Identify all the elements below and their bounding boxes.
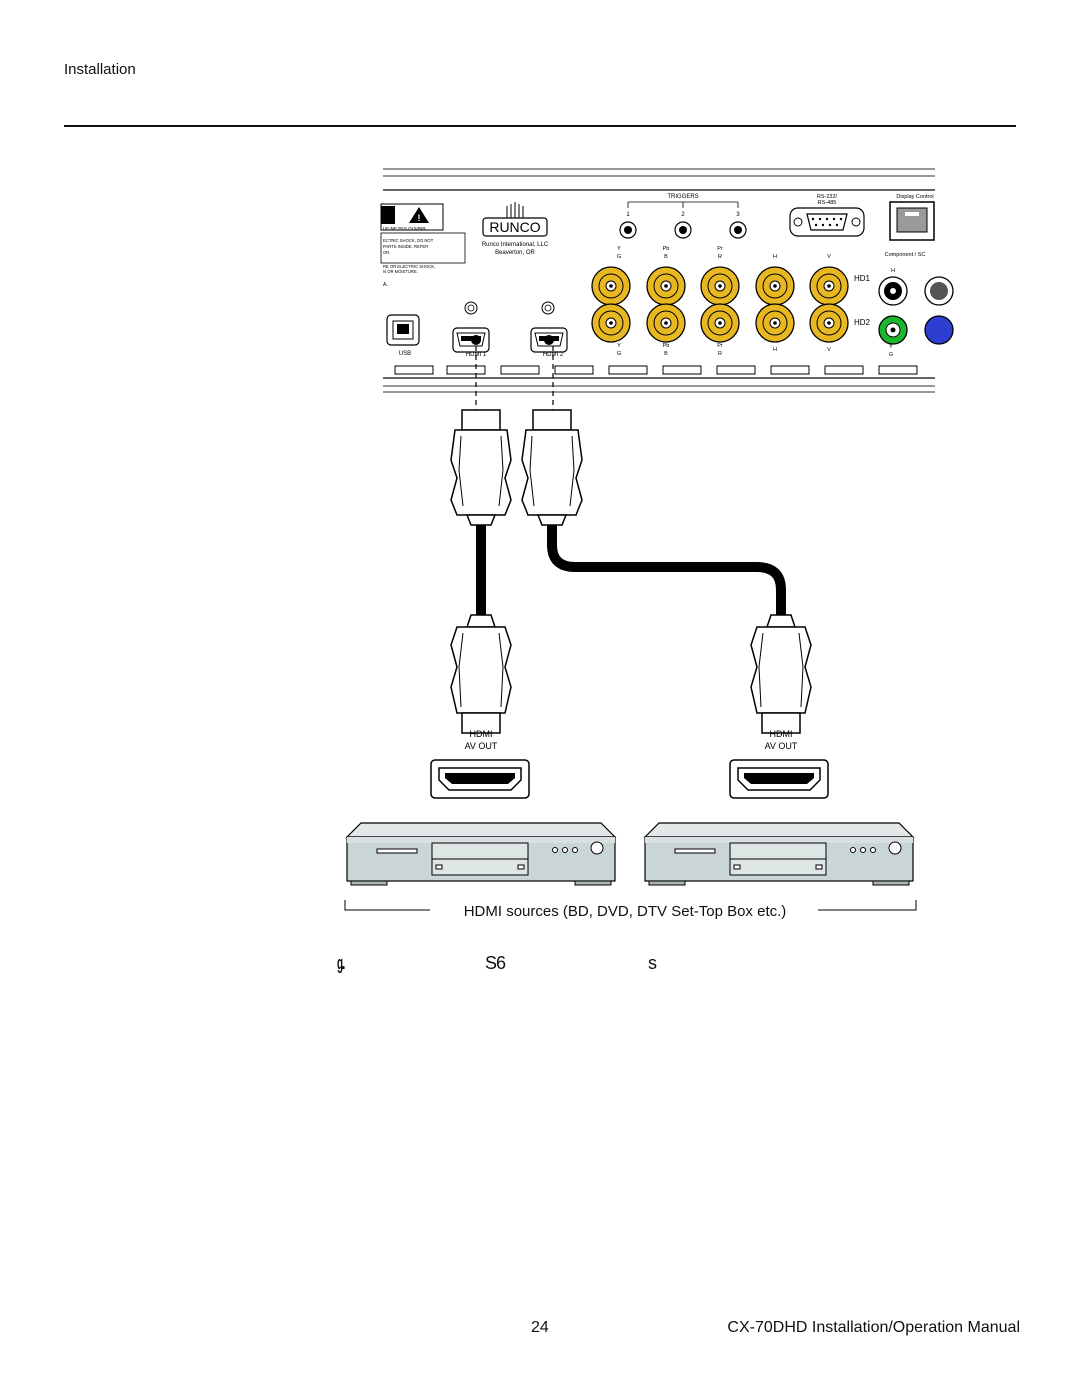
- trigger-jack-2: [674, 221, 692, 239]
- header-rule: [64, 125, 1016, 127]
- bnc-hd2-pb: [646, 303, 686, 343]
- svg-text:R: R: [718, 254, 722, 260]
- svg-text:G: G: [617, 254, 621, 260]
- svg-text:RS-232/: RS-232/: [817, 194, 838, 200]
- svg-text:Pb: Pb: [663, 246, 670, 252]
- svg-text:G: G: [617, 351, 621, 357]
- svg-text:Y: Y: [617, 246, 621, 252]
- manual-title: CX-70DHD Installation/Operation Manual: [727, 1319, 1020, 1336]
- bnc-hd1-pb: [646, 266, 686, 306]
- svg-text:V: V: [827, 347, 831, 353]
- trigger-jack-1: [619, 221, 637, 239]
- svg-text:B: B: [664, 254, 668, 260]
- svg-text:AV OUT: AV OUT: [765, 741, 798, 751]
- svg-text:H: H: [891, 268, 895, 274]
- projector-rear-panel: ! UE-NE PAS OUVRIR ECTRIC SHOCK, DO NOT …: [380, 168, 954, 393]
- hdmi-2-port: HDMI 2: [530, 301, 568, 358]
- caption-part-c: s: [648, 953, 657, 973]
- svg-text:Pr: Pr: [717, 343, 723, 349]
- rca-v-jack-partial: [924, 276, 954, 306]
- triggers: TRIGGERS 1 2 3: [619, 194, 747, 239]
- bnc-hd2-y: [591, 303, 631, 343]
- bnc-row-hd2: HD2: [591, 303, 871, 343]
- sources-label: HDMI sources (BD, DVD, DTV Set-Top Box e…: [464, 903, 787, 920]
- svg-text:Y: Y: [889, 344, 893, 350]
- svg-text:RE OR ELECTRIC SHOCK,: RE OR ELECTRIC SHOCK,: [383, 264, 435, 269]
- hdmi-cable-2: HDMI AV OUT: [521, 409, 812, 751]
- svg-text:R: R: [718, 351, 722, 357]
- svg-text:HD2: HD2: [854, 318, 871, 327]
- hdmi-connection-diagram: ! UE-NE PAS OUVRIR ECTRIC SHOCK, DO NOT …: [344, 168, 954, 920]
- svg-text:Pr: Pr: [717, 246, 723, 252]
- svg-text:Component / SC: Component / SC: [885, 252, 926, 258]
- rs232-port: RS-232/ RS-485: [789, 194, 865, 237]
- trigger-jack-3: [729, 221, 747, 239]
- rca-h-jack: [878, 276, 908, 306]
- svg-text:Runco International, LLC: Runco International, LLC: [482, 242, 549, 248]
- connection-guide-lines: [475, 346, 554, 410]
- svg-text:OR.: OR.: [383, 250, 390, 255]
- brand-logo-text: RUNCO: [489, 219, 540, 235]
- hdmi-output-port-1: [430, 759, 530, 799]
- bnc-hd2-pr: [700, 303, 740, 343]
- svg-text:Beaverton, OR: Beaverton, OR: [495, 250, 535, 256]
- bnc-hd2-v: [809, 303, 849, 343]
- hdmi-1-port: HDMI 1: [452, 301, 490, 358]
- page-number: 24: [531, 1319, 549, 1336]
- svg-text:HDMI: HDMI: [770, 729, 793, 739]
- svg-text:A.: A.: [383, 282, 388, 288]
- dvd-player-1: [345, 822, 617, 886]
- runco-logo: RUNCO Runco International, LLC Beaverton…: [482, 202, 549, 256]
- warning-label: ! UE-NE PAS OUVRIR ECTRIC SHOCK, DO NOT …: [380, 203, 466, 288]
- caption-part-b: S 6: [485, 953, 506, 973]
- usb-port: USB: [386, 314, 420, 357]
- svg-text:RS-485: RS-485: [818, 200, 837, 206]
- svg-text:HDMI: HDMI: [470, 729, 493, 739]
- svg-text:Display Control: Display Control: [896, 194, 933, 200]
- svg-text:B: B: [664, 351, 668, 357]
- bnc-hd1-pr: [700, 266, 740, 306]
- bnc-hd1-v: [809, 266, 849, 306]
- panel-vent-slots: [394, 365, 918, 375]
- hdmi-cable-1: HDMI AV OUT: [450, 409, 512, 751]
- svg-text:!: !: [418, 213, 421, 223]
- svg-text:PARTS INSIDE. REFER: PARTS INSIDE. REFER: [383, 244, 428, 249]
- svg-text:H: H: [773, 254, 777, 260]
- display-control-port: Display Control: [889, 194, 935, 241]
- source-device-1: [345, 759, 617, 886]
- bnc-hd1-h: [755, 266, 795, 306]
- svg-text:ECTRIC SHOCK, DO NOT: ECTRIC SHOCK, DO NOT: [383, 238, 434, 243]
- svg-text:Y: Y: [617, 343, 621, 349]
- svg-text:UE-NE PAS OUVRIR: UE-NE PAS OUVRIR: [383, 226, 426, 231]
- sources-bracket: HDMI sources (BD, DVD, DTV Set-Top Box e…: [344, 900, 917, 920]
- svg-text:3: 3: [736, 212, 740, 218]
- svg-text:V: V: [827, 254, 831, 260]
- caption-part-a: g ...: [337, 953, 345, 973]
- svg-text:H: H: [773, 347, 777, 353]
- bnc-hd1-y: [591, 266, 631, 306]
- svg-text:USB: USB: [399, 351, 411, 357]
- figure-caption: g ... S 6 s: [337, 953, 957, 979]
- hdmi-output-port-2: [729, 759, 829, 799]
- dvd-player-2: [643, 822, 915, 886]
- svg-text:G: G: [889, 352, 893, 358]
- rca-pb-blue-jack-partial: [924, 315, 954, 345]
- bnc-row-hd1: HD1: [591, 266, 871, 306]
- svg-text:Pb: Pb: [663, 343, 670, 349]
- section-header: Installation: [64, 61, 136, 78]
- source-device-2: [643, 759, 915, 886]
- svg-text:AV OUT: AV OUT: [465, 741, 498, 751]
- svg-text:HD1: HD1: [854, 274, 871, 283]
- svg-text:2: 2: [681, 212, 685, 218]
- svg-text:TRIGGERS: TRIGGERS: [667, 194, 698, 200]
- bnc-hd2-h: [755, 303, 795, 343]
- rca-y-green-jack: [878, 315, 908, 345]
- svg-text:N OR MOISTURE.: N OR MOISTURE.: [383, 269, 418, 274]
- svg-text:1: 1: [626, 212, 630, 218]
